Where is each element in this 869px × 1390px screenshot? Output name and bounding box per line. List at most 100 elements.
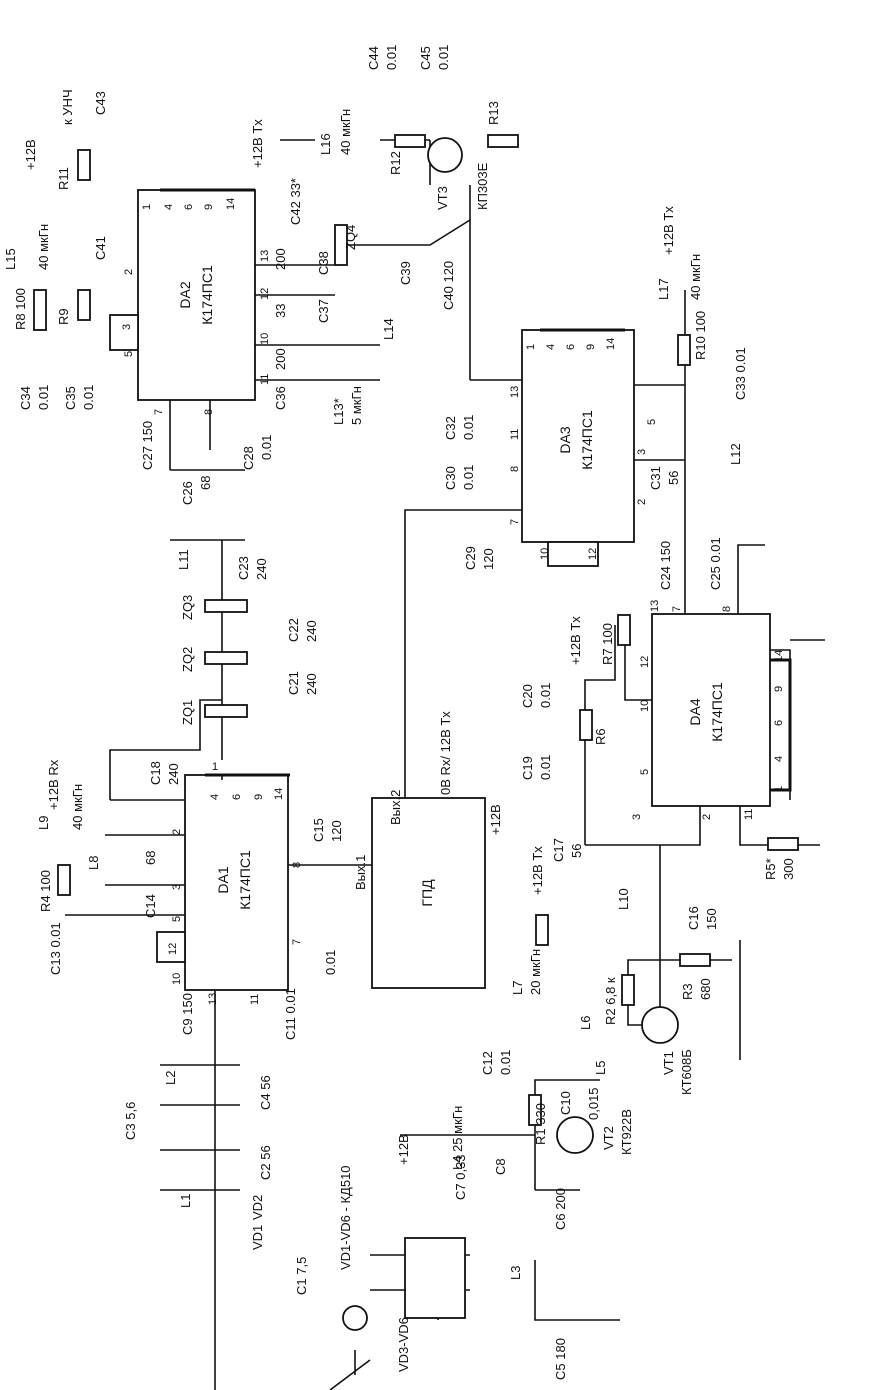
da2-pin7: 7 [153, 409, 165, 415]
da2-pin13: 13 [259, 250, 271, 262]
l13-value: 5 мкГн [349, 386, 364, 425]
c45-value: 0.01 [436, 45, 451, 70]
c29-label: C29 [463, 546, 478, 570]
c41-label: C41 [93, 236, 108, 260]
c14-value: 68 [143, 851, 158, 865]
c15-label: C15 [311, 818, 326, 842]
c42-label: C42 33* [288, 178, 303, 225]
c20-label: C20 [520, 684, 535, 708]
da3-pin6: 6 [565, 344, 577, 350]
label-12b-tx-vt1: +12В Tx [530, 846, 545, 895]
r5-label: R5* [763, 858, 778, 880]
c38-label: C38 [316, 251, 331, 275]
r11-label: R11 [56, 167, 71, 190]
l7-value: 20 мкГн [528, 949, 543, 995]
labels: DA1 К174ПС1 DA2 К174ПС1 DA3 К174ПС1 DA4 … [3, 45, 796, 1380]
r9-body [77, 289, 91, 321]
vt1-label: VT1 [661, 1051, 676, 1075]
l5-label: L5 [593, 1061, 608, 1075]
r3-body [679, 953, 711, 967]
da4-pin12: 12 [639, 656, 651, 668]
l9-label: L9 [36, 816, 51, 830]
c45-label: C45 [418, 46, 433, 70]
l14-label: L14 [381, 318, 396, 340]
c35-label: C35 [63, 386, 78, 410]
l3-label: L3 [508, 1266, 523, 1280]
da3-pin10: 10 [539, 548, 551, 560]
da1-pin5: 5 [171, 916, 183, 922]
da1-pin7: 7 [291, 939, 303, 945]
r3-value: 680 [698, 978, 713, 1000]
vd1-label: VD1 [250, 1225, 265, 1250]
da4-pin13: 13 [649, 600, 661, 612]
c29-value: 120 [481, 548, 496, 570]
c3-label: C3 5,6 [123, 1102, 138, 1140]
c18-label: C18 [148, 761, 163, 785]
gpd-ctrl: 0В Rx/ 12В Tx [438, 711, 453, 795]
l9-value: 40 мкГн [70, 784, 85, 830]
c44-label: C44 [366, 46, 381, 70]
label-12b-rx: +12B Rx [46, 759, 61, 810]
wires [65, 139, 825, 1390]
c21-value: 240 [304, 673, 319, 695]
da2-pin5: 5 [123, 351, 135, 357]
da4-pin2: 2 [701, 814, 713, 820]
da3-pin7: 7 [509, 519, 521, 525]
vt1-body [641, 1006, 679, 1044]
da4-pin3: 3 [631, 814, 643, 820]
l17-value: 40 мкГн [688, 254, 703, 300]
c23-label: C23 [236, 556, 251, 580]
da1-pin6: 6 [231, 794, 243, 800]
da4-pin5: 5 [639, 769, 651, 775]
label-12b-top: +12B [23, 139, 38, 170]
r6-body [579, 709, 593, 741]
vd1-vd6-note: VD1-VD6 - КД510 [338, 1165, 353, 1270]
c43-label: C43 [93, 91, 108, 115]
l15-value: 40 мкГн [36, 224, 51, 270]
r8-label: R8 100 [13, 288, 28, 330]
label-12b-tx-da4: +12В Tx [568, 616, 583, 665]
c10-label: C10 [558, 1091, 573, 1115]
da1-pin13: 13 [207, 993, 219, 1005]
vt1-part: КТ608Б [679, 1049, 694, 1095]
l6-label: L6 [578, 1016, 593, 1030]
vt3-label: VT3 [435, 186, 450, 210]
r8-body [33, 289, 47, 331]
da2-part: К174ПС1 [199, 265, 215, 325]
r11-body [77, 149, 91, 181]
c36-label: C36 [273, 386, 288, 410]
antenna-switch [342, 1305, 368, 1331]
da2-pin1: 1 [141, 204, 153, 210]
zq1-body [204, 704, 248, 718]
c11-label: C11 0.01 [283, 988, 298, 1040]
da2-pin9: 9 [203, 204, 215, 210]
da2-pin12: 12 [259, 288, 271, 300]
cap-33: 33 [273, 304, 288, 318]
da2-box [137, 189, 256, 401]
vt2-part: КТ922В [619, 1109, 634, 1155]
da3-ref: DA3 [557, 426, 573, 453]
l7-label: L7 [510, 981, 525, 995]
c21-label: C21 [286, 671, 301, 695]
da2-pin2: 2 [123, 269, 135, 275]
da4-pin9: 9 [773, 686, 785, 692]
c18-value: 240 [166, 763, 181, 785]
da1-pin12-stub [156, 931, 186, 963]
da4-pin7: 7 [671, 606, 683, 612]
l2-label: L2 [163, 1071, 178, 1085]
da2-pin3-stub [109, 314, 139, 351]
da4-part: К174ПС1 [709, 682, 725, 742]
c32-label: C32 [443, 416, 458, 440]
da4-pin11: 11 [743, 809, 755, 820]
c22-label: C22 [286, 618, 301, 642]
da1-pin7-cap-value: 0.01 [323, 950, 338, 975]
da1-pin3: 3 [171, 884, 183, 890]
da1-ref: DA1 [215, 866, 231, 893]
c7-label: C7 0,33 [453, 1154, 468, 1200]
da4-pin14: 14 [773, 650, 785, 662]
cap-200-upper: 200 [273, 248, 288, 270]
vd3-vd6-label: VD3-VD6 [396, 1317, 411, 1372]
l15-label: L15 [3, 248, 18, 270]
c13-label: C13 0.01 [48, 922, 63, 975]
c6-label: C6 200 [553, 1188, 568, 1230]
